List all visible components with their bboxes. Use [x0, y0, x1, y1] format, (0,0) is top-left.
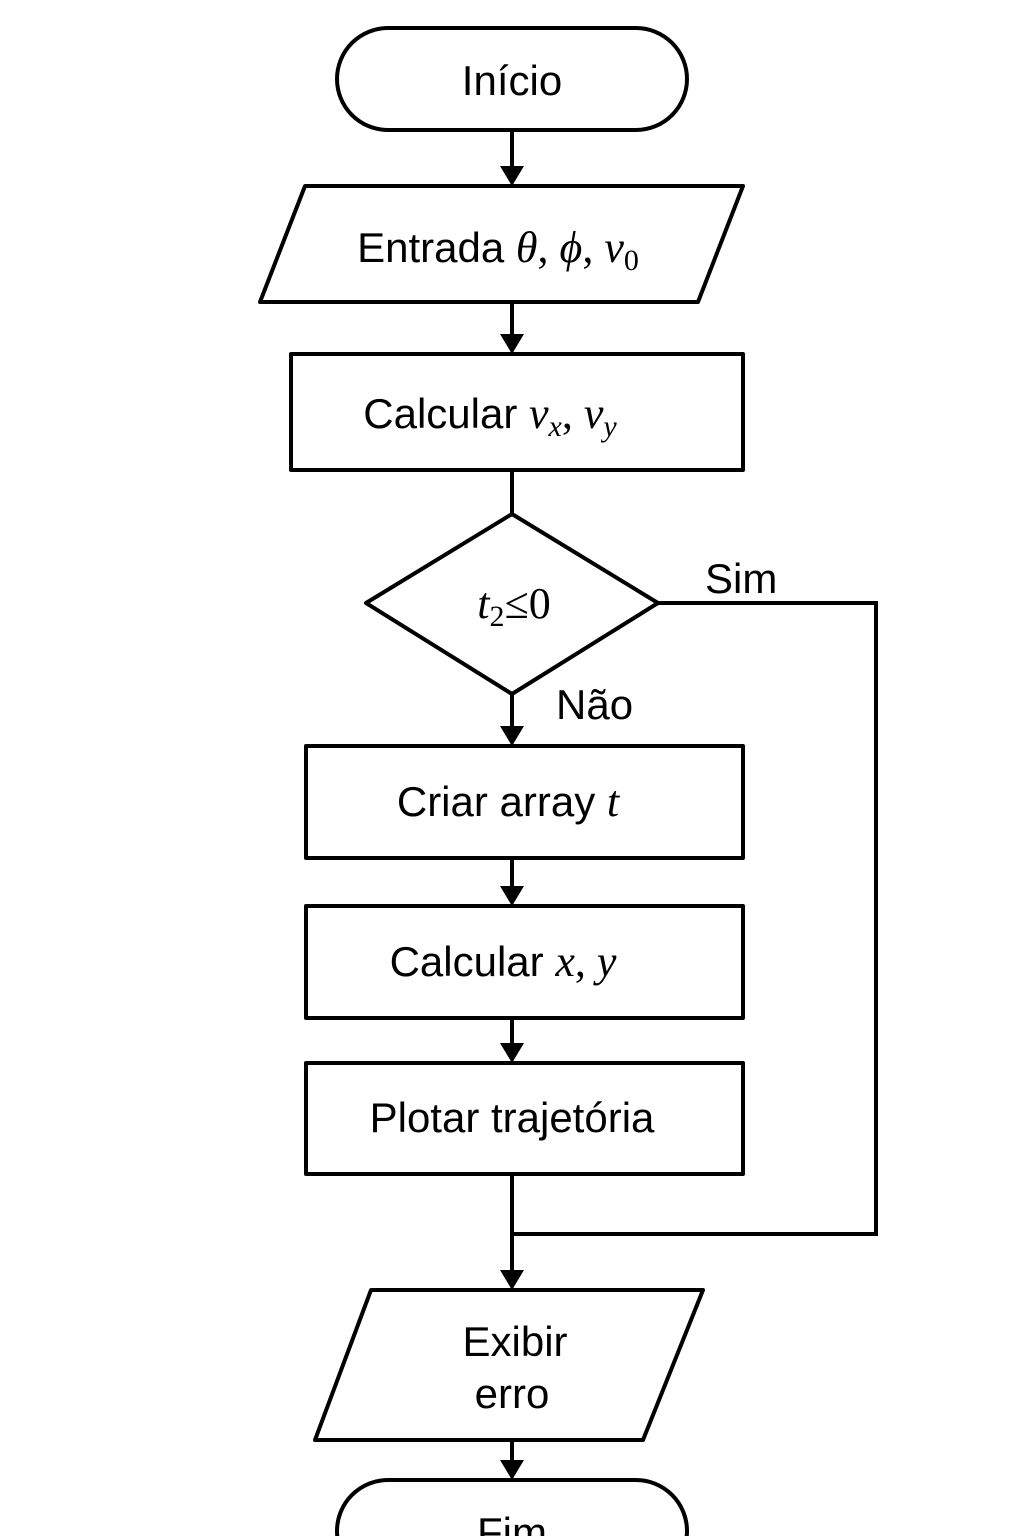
- create-array-node: Criar array t: [304, 744, 745, 860]
- plot-label: Plotar trajetória: [370, 1094, 655, 1141]
- branch-yes-label: Sim: [705, 555, 777, 602]
- connector-input-calc-v: [500, 302, 524, 354]
- end-label: Fim: [477, 1509, 547, 1536]
- error-node: Exibir erro: [313, 1288, 705, 1442]
- calc-velocity-label: Calcular vx, vy: [363, 389, 617, 443]
- create-array-label: Criar array t: [397, 777, 621, 826]
- end-node: Fim: [335, 1478, 689, 1536]
- connector-error-end: [500, 1440, 524, 1480]
- start-label: Início: [462, 57, 562, 104]
- connector-start-input: [500, 130, 524, 186]
- plot-node: Plotar trajetória: [304, 1061, 745, 1176]
- connector-calc-xy-plot: [500, 1018, 524, 1063]
- connector-plot-error: [500, 1174, 524, 1290]
- calc-velocity-node: Calcular vx, vy: [289, 352, 745, 472]
- connector-decision-yes: [512, 601, 878, 1236]
- input-label: Entrada θ, ϕ, v0: [357, 223, 639, 277]
- decision-condition: t2≤0: [477, 579, 550, 633]
- connector-array-calc-xy: [500, 858, 524, 906]
- start-node: Início: [335, 26, 689, 132]
- connector-decision-no: [500, 694, 524, 746]
- branch-no-label: Não: [556, 681, 633, 728]
- error-label-line2: erro: [475, 1370, 550, 1417]
- error-label-line1: Exibir: [462, 1318, 567, 1365]
- calc-position-node: Calcular x, y: [304, 904, 745, 1020]
- decision-node: t2≤0: [364, 512, 660, 696]
- input-node: Entrada θ, ϕ, v0: [258, 184, 745, 304]
- calc-position-label: Calcular x, y: [390, 937, 617, 986]
